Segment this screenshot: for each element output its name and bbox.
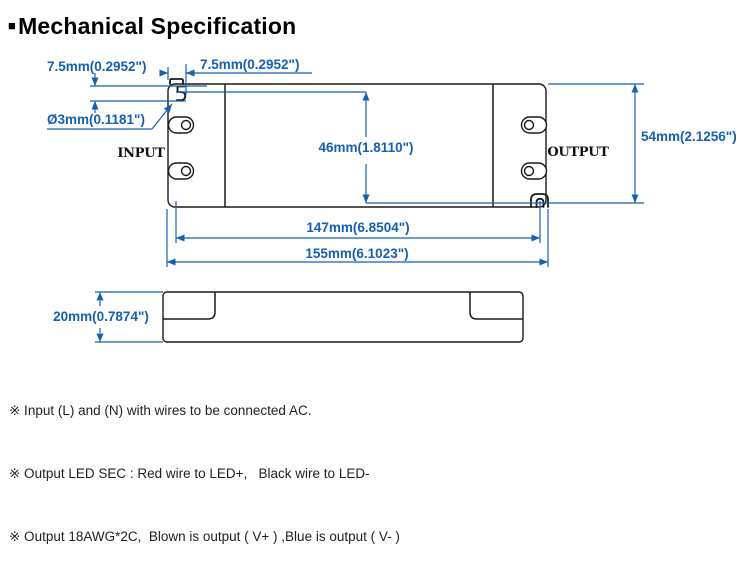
dim-label-7-5mm-horizontal: 7.5mm(0.2952") — [200, 57, 299, 72]
page-title: ■Mechanical Specification — [8, 13, 296, 40]
input-tab-hole — [180, 165, 192, 177]
dim-label-54mm: 54mm(2.1256") — [641, 129, 737, 144]
mechanical-drawing-svg: INPUT OUTPUT — [46, 57, 737, 343]
output-tab-hole — [523, 165, 535, 177]
top-view: INPUT OUTPUT — [117, 78, 610, 208]
output-terminal-tabs — [520, 116, 548, 180]
title-bullet-icon: ■ — [8, 18, 17, 33]
output-tab-hole — [523, 119, 535, 131]
enclosure-body-outline — [167, 83, 547, 208]
dimension-lines — [47, 64, 644, 267]
side-profile-outline — [162, 291, 524, 343]
title-text: Mechanical Specification — [18, 13, 297, 39]
side-right-step — [469, 292, 523, 320]
dim-label-7-5mm-vertical: 7.5mm(0.2952") — [47, 59, 146, 74]
dim-label-147mm: 147mm(6.8504") — [306, 220, 409, 235]
note-output-sec: ※ Output LED SEC : Red wire to LED+, Bla… — [9, 466, 370, 481]
input-terminal-tabs — [167, 116, 195, 180]
side-view — [46, 291, 524, 343]
output-label: OUTPUT — [547, 145, 609, 160]
side-left-step — [163, 292, 216, 320]
footnotes: ※ Input (L) and (N) with wires to be con… — [9, 358, 400, 568]
input-label: INPUT — [117, 146, 165, 161]
dim-label-20mm: 20mm(0.7874") — [53, 309, 149, 324]
bottom-right-mounting-hook — [530, 193, 549, 208]
dimension-labels: 7.5mm(0.2952") 7.5mm(0.2952") Ø3mm(0.118… — [47, 57, 737, 324]
dim-label-backdrop — [46, 307, 158, 325]
dim-label-hole-diameter: Ø3mm(0.1181") — [47, 112, 145, 127]
dim-label-155mm: 155mm(6.1023") — [305, 246, 408, 261]
note-output-awg: ※ Output 18AWG*2C, Blown is output ( V+ … — [9, 529, 400, 544]
input-tab-hole — [180, 119, 192, 131]
dim-label-46mm: 46mm(1.8110") — [319, 140, 414, 155]
note-input: ※ Input (L) and (N) with wires to be con… — [9, 403, 312, 418]
